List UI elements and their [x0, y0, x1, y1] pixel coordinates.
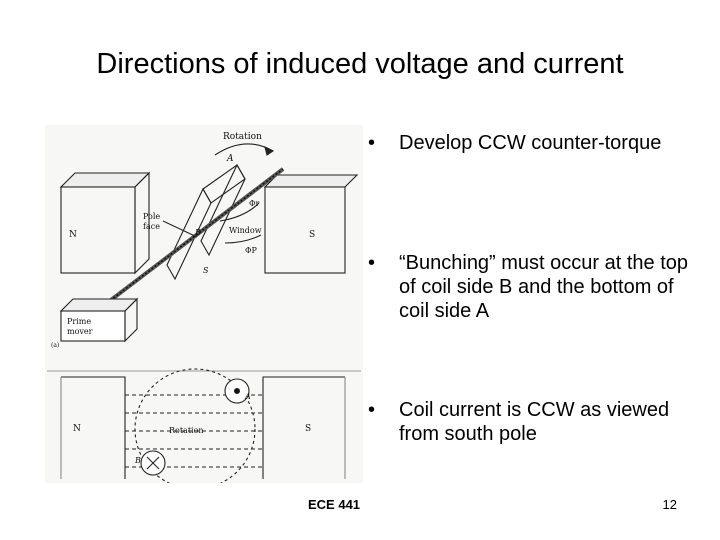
svg-text:A: A: [244, 392, 251, 401]
svg-text:ΦP: ΦP: [245, 246, 258, 255]
svg-text:N: N: [69, 230, 77, 240]
svg-text:mover: mover: [67, 327, 93, 336]
page-number: 12: [662, 497, 677, 512]
svg-text:Prime: Prime: [67, 317, 91, 326]
svg-text:Rotation: Rotation: [169, 426, 204, 435]
flux-window-curve: [219, 202, 260, 222]
svg-text:S: S: [305, 424, 311, 434]
svg-text:Φr: Φr: [249, 199, 260, 208]
svg-text:face: face: [143, 222, 160, 231]
svg-text:S: S: [309, 230, 315, 240]
top-labels: Rotation A Φr Pole face Window ΦP N S B …: [51, 132, 315, 349]
n-pole-top-face: [59, 172, 151, 188]
svg-text:(a): (a): [51, 342, 59, 349]
n-pole-side: [134, 171, 150, 275]
rotation-circle: [134, 368, 256, 483]
bullet-marker: •: [368, 252, 376, 274]
prime-mover-box: [60, 310, 126, 342]
s-pole-top-face: [263, 174, 359, 188]
prime-mover-top: [59, 298, 139, 312]
svg-text:S: S: [203, 266, 209, 275]
top-panel: [59, 143, 359, 343]
svg-text:Pole: Pole: [143, 212, 160, 221]
bottom-labels: N S Rotation A B: [73, 392, 311, 465]
svg-text:Rotation: Rotation: [223, 132, 262, 142]
generator-diagram: Rotation A Φr Pole face Window ΦP N S B …: [45, 125, 363, 483]
bullet-marker: •: [368, 132, 376, 154]
slide-title: Directions of induced voltage and curren…: [96, 48, 624, 80]
bullet-item: • “Bunching” must occur at the top of co…: [365, 251, 695, 323]
coil-side-b: [200, 163, 246, 257]
coil-side-a: [166, 187, 212, 281]
bullet-text: Coil current is CCW as viewed from south…: [399, 399, 670, 445]
bullet-text: “Bunching” must occur at the top of coil…: [399, 252, 689, 322]
bullet-item: • Coil current is CCW as viewed from sou…: [365, 398, 695, 446]
svg-text:B: B: [194, 228, 201, 237]
svg-text:A: A: [226, 154, 234, 164]
bottom-panel: [47, 368, 361, 483]
bullet-item: • Develop CCW counter-torque: [365, 131, 695, 155]
svg-text:Window: Window: [229, 226, 262, 235]
bullet-text: Develop CCW counter-torque: [399, 132, 662, 154]
s-pole-front: [264, 186, 346, 274]
svg-text:B: B: [134, 456, 141, 465]
bullet-marker: •: [368, 399, 376, 421]
svg-text:N: N: [73, 424, 81, 434]
footer-course: ECE 441: [308, 497, 361, 512]
